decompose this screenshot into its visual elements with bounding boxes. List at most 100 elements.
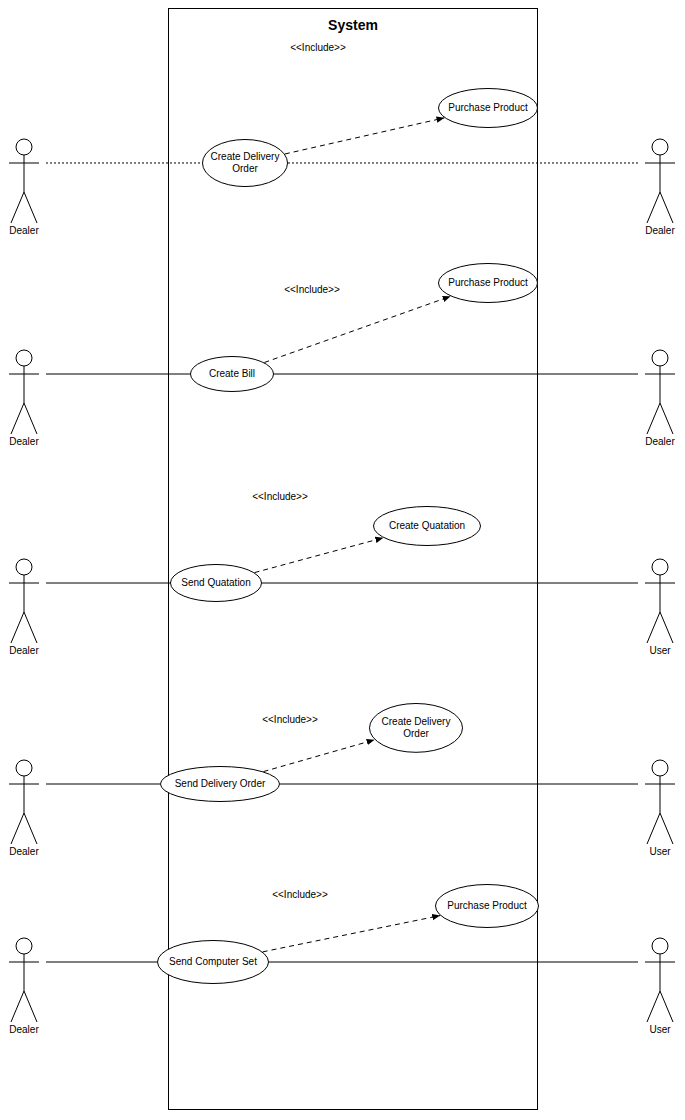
actor-limb: [24, 991, 37, 1022]
actor-limb: [660, 612, 673, 643]
actor-limb: [660, 813, 673, 844]
use-case-name: Create Delivery Order: [376, 716, 456, 739]
use-case-ellipse: Create Delivery Order: [202, 139, 288, 187]
association-line: [280, 784, 638, 785]
actor-figure: [4, 557, 44, 645]
actor-limb: [9, 163, 39, 164]
actor-limb: [11, 813, 24, 844]
actor-limb: [9, 784, 39, 785]
actor-limb: [24, 612, 37, 643]
stereotype-label: <<Include>>: [260, 714, 320, 726]
use-case-ellipse: Purchase Product: [438, 88, 538, 128]
use-case-ellipse: Create Quatation: [373, 506, 481, 546]
actor-limb: [660, 366, 661, 403]
use-case-name: Purchase Product: [448, 102, 528, 114]
actor-limb: [660, 155, 661, 192]
actor-figure: [4, 137, 44, 225]
actor-limb: [660, 192, 673, 223]
use-case-shape: [203, 139, 288, 186]
actor-figure: [640, 936, 680, 1024]
actor: Dealer: [2, 936, 46, 1036]
association-line: [46, 962, 157, 963]
actor: User: [638, 557, 682, 657]
actor-name: User: [638, 846, 682, 858]
actor-head: [652, 350, 668, 366]
use-case-name: Send Delivery Order: [175, 778, 266, 790]
use-case-shape: [171, 565, 262, 602]
use-case-shape: [370, 704, 463, 753]
actor-limb: [660, 991, 673, 1022]
actor-limb: [9, 374, 39, 375]
use-case-ellipse: Send Quatation: [170, 564, 262, 602]
use-case-shape: [158, 941, 269, 984]
actor-head: [16, 938, 32, 954]
system-boundary: Purchase ProductCreate Delivery OrderPur…: [168, 8, 538, 1110]
actor-limb: [647, 192, 660, 223]
actor-limb: [9, 583, 39, 584]
actor-limb: [24, 776, 25, 813]
use-case-name: Create Delivery Order: [209, 151, 281, 174]
actor-head: [16, 350, 32, 366]
actor-limb: [24, 403, 37, 434]
actor-limb: [645, 962, 675, 963]
actor-limb: [660, 954, 661, 991]
actor-name: Dealer: [638, 225, 682, 237]
use-case-name: Send Computer Set: [169, 956, 257, 968]
use-case-ellipse: Send Computer Set: [157, 940, 269, 984]
boundary-title: System: [169, 9, 537, 33]
actor-limb: [24, 192, 37, 223]
use-case-shape: [374, 507, 481, 546]
actor-limb: [11, 991, 24, 1022]
actor-name: Dealer: [2, 846, 46, 858]
include-arrow: [264, 296, 450, 362]
actor-limb: [660, 776, 661, 813]
actor-figure: [4, 936, 44, 1024]
use-case-shape: [439, 264, 538, 303]
actor-head: [652, 559, 668, 575]
use-case-ellipse: Purchase Product: [438, 263, 538, 303]
include-arrow: [263, 916, 440, 952]
stereotype-label: <<Include>>: [270, 889, 330, 901]
use-case-name: Purchase Product: [448, 277, 528, 289]
actor-limb: [11, 192, 24, 223]
actor-limb: [647, 991, 660, 1022]
use-case-ellipse: Create Bill: [190, 356, 274, 392]
actor-limb: [660, 403, 673, 434]
use-case-name: Create Bill: [209, 368, 255, 380]
actor-limb: [11, 403, 24, 434]
association-line: [46, 162, 202, 163]
actor-limb: [645, 374, 675, 375]
actor-name: Dealer: [2, 645, 46, 657]
actor-limb: [11, 612, 24, 643]
actor: Dealer: [2, 348, 46, 448]
actor-limb: [24, 155, 25, 192]
association-line: [46, 583, 170, 584]
actor: User: [638, 758, 682, 858]
actor-head: [652, 938, 668, 954]
actor-name: User: [638, 645, 682, 657]
actor-limb: [24, 366, 25, 403]
use-case-ellipse: Send Delivery Order: [160, 766, 280, 802]
actor: User: [638, 936, 682, 1036]
actor-limb: [24, 575, 25, 612]
actor-limb: [647, 403, 660, 434]
actor-limb: [645, 583, 675, 584]
include-arrow: [263, 740, 374, 772]
actor-limb: [647, 813, 660, 844]
actor-head: [652, 139, 668, 155]
actor-limb: [9, 962, 39, 963]
stereotype-label: <<Include>>: [288, 42, 348, 54]
actor-limb: [645, 784, 675, 785]
actor-name: Dealer: [638, 436, 682, 448]
actor-head: [16, 760, 32, 776]
actor-head: [16, 139, 32, 155]
actor-figure: [4, 758, 44, 846]
actor-head: [16, 559, 32, 575]
use-case-shape: [436, 885, 539, 928]
actor-limb: [647, 612, 660, 643]
actor-limb: [645, 163, 675, 164]
association-line: [269, 962, 638, 963]
actor-head: [652, 760, 668, 776]
use-case-shape: [161, 767, 280, 802]
